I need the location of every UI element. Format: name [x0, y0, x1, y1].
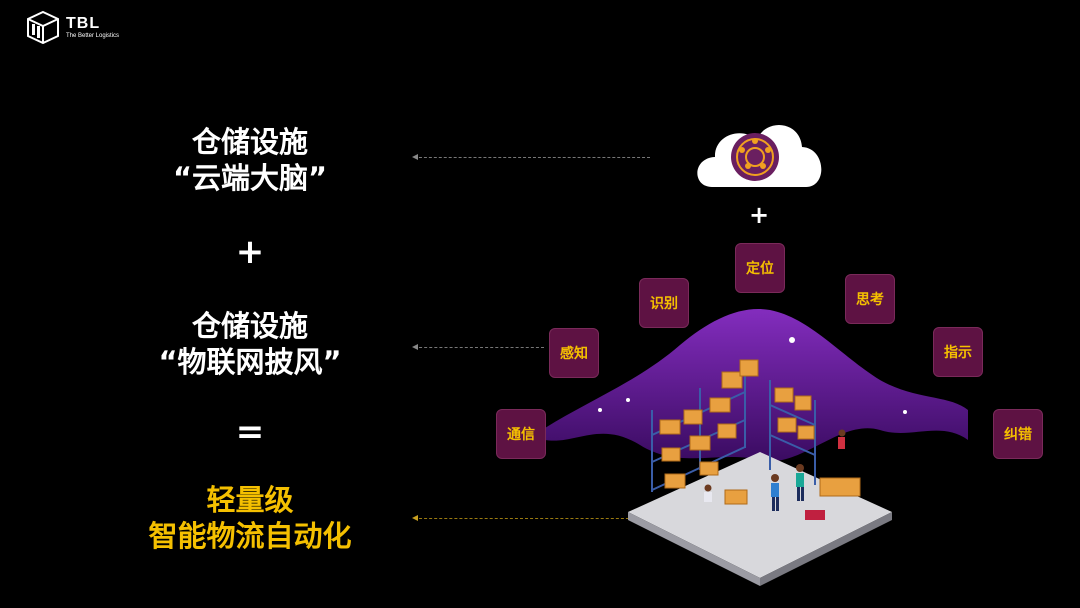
tag-recognition: 识别 — [639, 278, 689, 328]
arrow-cloud — [412, 154, 650, 160]
logo-subtitle: The Better Logistics — [66, 32, 120, 39]
line2-a: 仓储设施 — [191, 309, 308, 343]
plus-operator: + — [100, 234, 400, 270]
result-a: 轻量级 — [206, 483, 294, 517]
tag-indication: 指示 — [933, 327, 983, 377]
result-heading: 轻量级 智能物流自动化 — [100, 482, 400, 554]
right-plus-sign: + — [749, 201, 770, 229]
tbl-logo: TBL The Better Logistics — [26, 10, 119, 44]
tag-positioning: 定位 — [735, 243, 785, 293]
cloud-brain-heading: 仓储设施 “云端大脑” — [100, 124, 400, 196]
line2-b: “物联网披风” — [158, 345, 342, 379]
result-b: 智能物流自动化 — [148, 519, 352, 553]
line1-a: 仓储设施 — [191, 125, 308, 159]
tag-thinking: 思考 — [845, 274, 895, 324]
arrow-cloak — [412, 344, 544, 350]
arrow-result — [412, 515, 634, 521]
tag-perception: 感知 — [549, 328, 599, 378]
tag-error-correction: 纠错 — [993, 409, 1043, 459]
plus-sign: + — [235, 232, 265, 272]
equals-sign: = — [235, 412, 265, 452]
workers — [704, 429, 846, 520]
cloud-brain-icon — [697, 124, 822, 187]
tag-communication: 通信 — [496, 409, 546, 459]
equals-operator: = — [100, 414, 400, 450]
iot-cloak-heading: 仓储设施 “物联网披风” — [100, 308, 400, 380]
line1-b: “云端大脑” — [172, 161, 328, 195]
logo-title: TBL — [66, 14, 101, 32]
tbl-logo-icon — [27, 10, 59, 44]
